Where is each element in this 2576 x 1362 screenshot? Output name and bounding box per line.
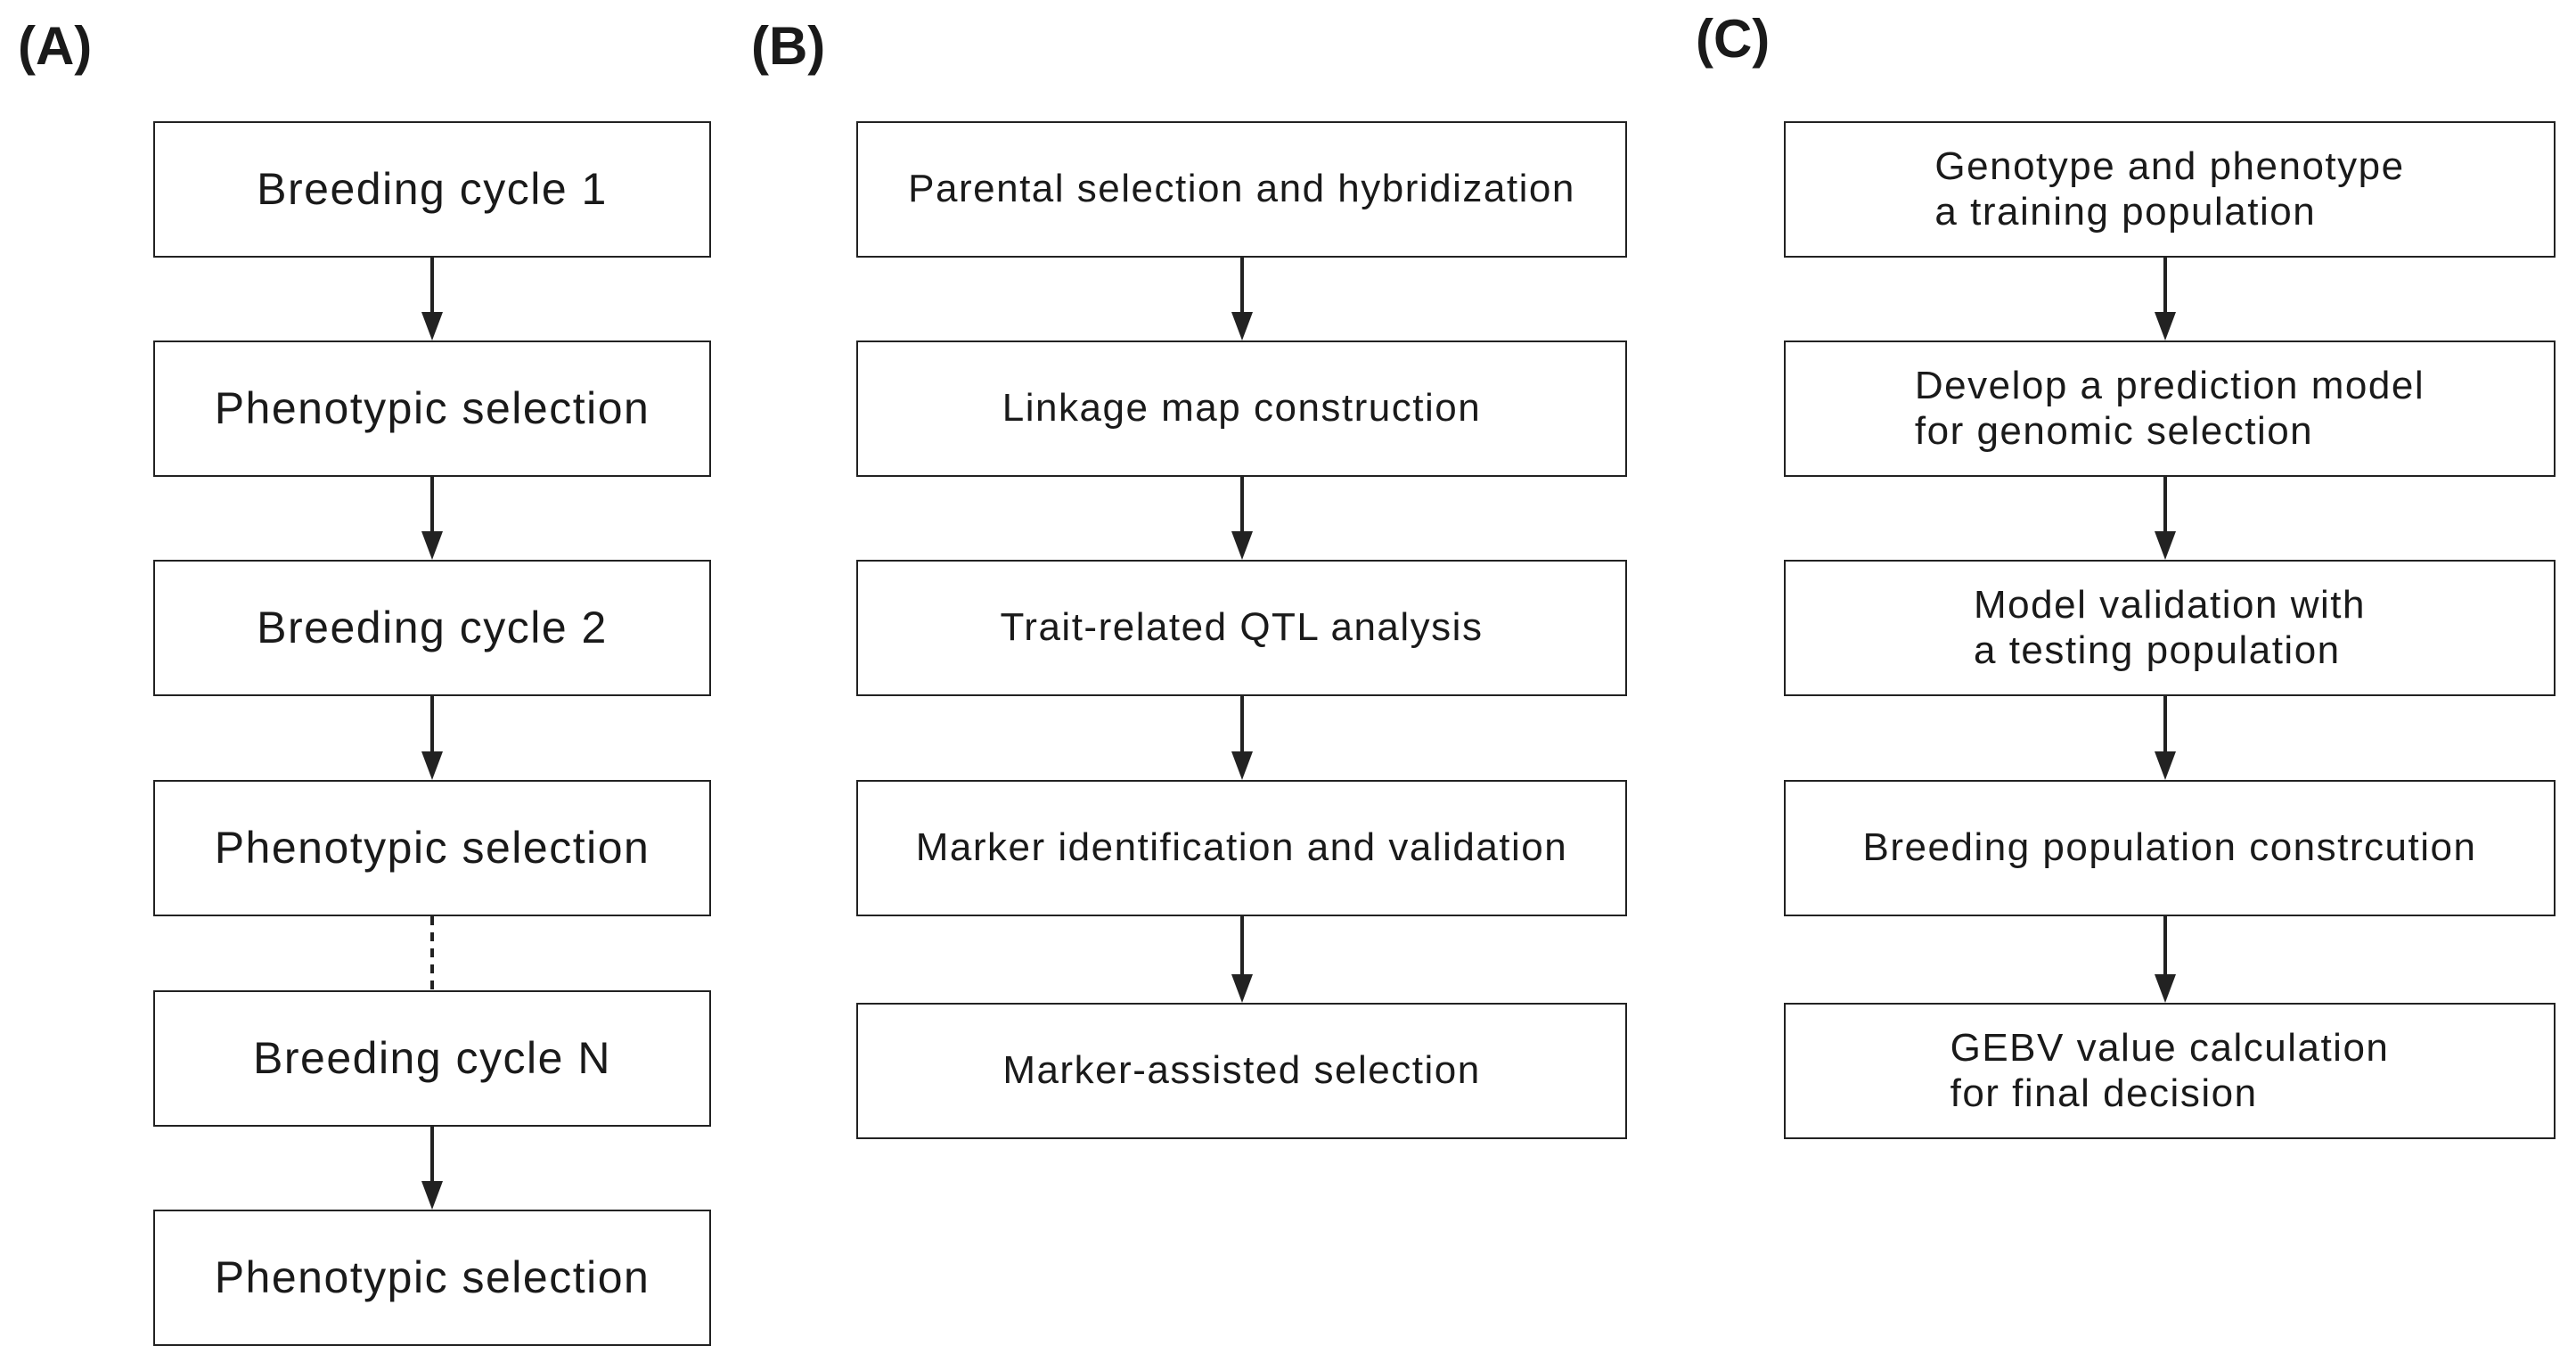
panel-b-step-5-text: Marker-assisted selection <box>1002 1048 1481 1093</box>
panel-c-step-3-text: Model validation with a testing populati… <box>1974 582 2366 672</box>
panel-c-arrowhead-4 <box>2155 974 2176 1003</box>
panel-a-label: (A) <box>18 16 93 76</box>
panel-c-step-1: Genotype and phenotype a training popula… <box>1784 121 2556 258</box>
panel-a-step-5-text: Breeding cycle N <box>253 1032 611 1083</box>
panel-b-step-1: Parental selection and hybridization <box>856 121 1627 258</box>
panel-b-step-1-text: Parental selection and hybridization <box>908 167 1575 211</box>
panel-b-step-4-text: Marker identification and validation <box>915 825 1568 870</box>
panel-c-arrowhead-2 <box>2155 531 2176 560</box>
panel-a-arrowhead-1 <box>421 312 443 340</box>
panel-a-step-5: Breeding cycle N <box>153 990 711 1127</box>
panel-b-arrowhead-3 <box>1231 751 1253 780</box>
panel-c-step-4: Breeding population constrcution <box>1784 780 2556 916</box>
panel-a-step-6-text: Phenotypic selection <box>214 1251 650 1302</box>
panel-c-step-5: GEBV value calculation for final decisio… <box>1784 1003 2556 1139</box>
panel-a-arrowhead-3 <box>421 751 443 780</box>
panel-b-arrowhead-2 <box>1231 531 1253 560</box>
panel-a-step-3: Breeding cycle 2 <box>153 560 711 696</box>
panel-c-step-5-text: GEBV value calculation for final decisio… <box>1950 1025 2390 1115</box>
panel-b-step-5: Marker-assisted selection <box>856 1003 1627 1139</box>
panel-b-step-3: Trait-related QTL analysis <box>856 560 1627 696</box>
panel-a-step-4-text: Phenotypic selection <box>214 822 650 873</box>
panel-a-step-4: Phenotypic selection <box>153 780 711 916</box>
panel-a-step-2: Phenotypic selection <box>153 340 711 477</box>
panel-a-step-3-text: Breeding cycle 2 <box>257 602 608 652</box>
panel-a-arrowhead-5 <box>421 1181 443 1210</box>
panel-b-arrowhead-1 <box>1231 312 1253 340</box>
panel-b-label: (B) <box>751 16 826 76</box>
panel-c-step-1-text: Genotype and phenotype a training popula… <box>1934 144 2405 234</box>
panel-a-step-6: Phenotypic selection <box>153 1210 711 1346</box>
panel-c-step-3: Model validation with a testing populati… <box>1784 560 2556 696</box>
panel-b-step-2: Linkage map construction <box>856 340 1627 477</box>
panel-a-step-2-text: Phenotypic selection <box>214 382 650 433</box>
panel-b-step-3-text: Trait-related QTL analysis <box>1000 605 1484 650</box>
panel-c-arrowhead-3 <box>2155 751 2176 780</box>
panel-b-arrowhead-4 <box>1231 974 1253 1003</box>
panel-c-arrowhead-1 <box>2155 312 2176 340</box>
panel-a-step-1: Breeding cycle 1 <box>153 121 711 258</box>
panel-a-step-1-text: Breeding cycle 1 <box>257 163 608 214</box>
panel-c-step-2: Develop a prediction model for genomic s… <box>1784 340 2556 477</box>
panel-b-step-2-text: Linkage map construction <box>1002 386 1482 431</box>
panel-a-arrowhead-2 <box>421 531 443 560</box>
panel-b-step-4: Marker identification and validation <box>856 780 1627 916</box>
panel-c-label: (C) <box>1696 9 1770 69</box>
panel-c-step-4-text: Breeding population constrcution <box>1862 825 2477 870</box>
panel-c-step-2-text: Develop a prediction model for genomic s… <box>1914 363 2425 453</box>
